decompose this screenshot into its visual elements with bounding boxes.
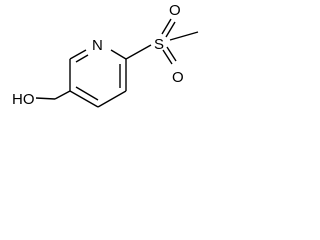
molecule-drawing: N S O O HO [12,2,199,108]
bond-s-o-bottom-b [166,46,177,62]
bond-c2-n [69,49,87,60]
bond-inner-c4-c3 [75,86,99,101]
bond-s-o-bottom-a [162,49,173,65]
bond-n-c6 [110,49,127,60]
bond-c3-ch2 [54,90,71,100]
bond-s-methyl [169,31,199,41]
atom-sulfur: S [154,36,164,53]
bond-c5-c4 [97,90,127,108]
bond-ch2-oh [35,97,56,100]
bond-c4-c3 [69,90,99,108]
atom-oxygen-top: O [169,2,181,19]
atom-oxygen-bottom: O [172,69,184,86]
bond-inner-c2-n [75,54,89,63]
atom-nitrogen: N [92,37,103,54]
bond-s-o-top-b [165,21,176,38]
bond-s-o-top-a [161,18,172,35]
bond-c6-s [125,44,152,60]
chemical-structure-canvas: N S O O HO [0,0,230,128]
atom-hydroxyl: HO [12,91,35,108]
